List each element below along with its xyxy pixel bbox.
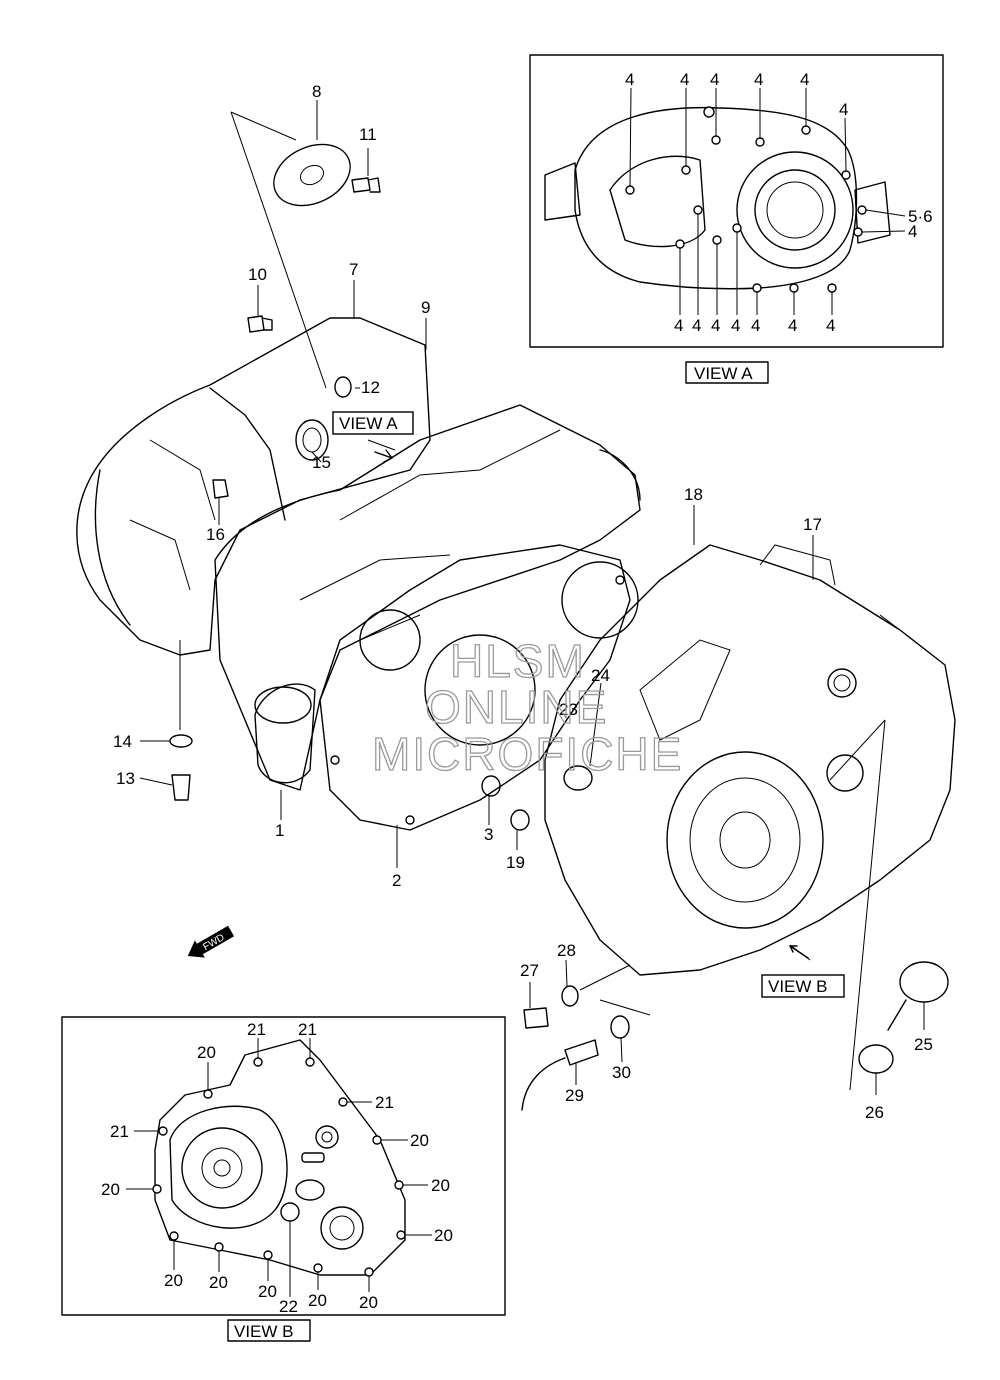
callout-label: 20 (101, 1180, 120, 1199)
callout-13: 13 (116, 769, 135, 788)
view-b-stator-cover (169, 1105, 288, 1229)
part-8-washer (273, 143, 351, 207)
view-a-bolt-label: 4 (711, 316, 720, 335)
view-a-cover-outline (574, 106, 858, 290)
callout-12: 12 (361, 378, 380, 397)
callout-label: 21 (247, 1020, 266, 1039)
view-b-labels: 21 21 20 21 21 20 20 20 20 20 20 20 22 2… (101, 1020, 453, 1316)
view-b-bolt-holes (152, 1057, 406, 1277)
callout-14: 14 (113, 732, 132, 751)
view-a-clutch-inner (754, 169, 836, 251)
view-a-title-box (685, 361, 769, 384)
callout-23: 23 (559, 700, 578, 719)
callout-9: 9 (421, 298, 430, 317)
callout-label: 20 (410, 1131, 429, 1150)
view-b-reference: VIEW B (761, 945, 845, 998)
main-leaders (139, 100, 925, 1095)
callout-28: 28 (557, 941, 576, 960)
main-callouts: 8 11 10 7 9 12 15 16 14 13 1 2 3 19 23 2… (113, 82, 933, 1122)
view-a-bolt-label: 4 (754, 70, 763, 89)
callout-27: 27 (520, 961, 539, 980)
callout-label: 20 (431, 1176, 450, 1195)
callout-16: 16 (206, 525, 225, 544)
callout-label: 21 (298, 1020, 317, 1039)
view-a-plate (609, 155, 706, 248)
view-a-bolt-label: 4 (625, 70, 634, 89)
callout-19: 19 (506, 853, 525, 872)
view-a-bolt-holes (625, 106, 867, 293)
fwd-label: FWD (201, 932, 226, 953)
view-a-ref-label: VIEW A (339, 414, 398, 433)
callout-label: 20 (209, 1273, 228, 1292)
view-a-clutch-ring (736, 151, 854, 269)
callout-label: 20 (434, 1226, 453, 1245)
callout-3: 3 (484, 825, 493, 844)
callout-label: 20 (258, 1282, 277, 1301)
view-b-leaders (126, 1038, 432, 1297)
callout-25: 25 (914, 1035, 933, 1054)
view-b-title-box (227, 1319, 311, 1342)
callout-8: 8 (312, 82, 321, 101)
view-a-inset: 4 4 4 4 4 4 5·6 4 4 4 4 4 4 4 4 VIEW A (529, 54, 944, 384)
view-a-bolt-label: 4 (710, 70, 719, 89)
view-a-right-tab (854, 181, 891, 244)
view-a-left-tab (544, 162, 581, 221)
view-a-labels: 4 4 4 4 4 4 5·6 4 4 4 4 4 4 4 4 (625, 70, 933, 335)
view-a-bolt-label: 4 (674, 316, 683, 335)
callout-label: 21 (110, 1122, 129, 1141)
watermark-line-3: MICROFICHE (372, 728, 683, 780)
callout-11: 11 (359, 125, 377, 144)
callout-29: 29 (565, 1086, 584, 1105)
callout-label: 20 (308, 1291, 327, 1310)
view-a-bolt-label: 4 (826, 316, 835, 335)
callout-10: 10 (248, 265, 267, 284)
callout-2: 2 (392, 871, 401, 890)
callout-label: 20 (197, 1043, 216, 1062)
view-a-clutch-center (766, 181, 824, 239)
part-25-filler-cap (899, 961, 949, 1003)
callout-1: 1 (275, 821, 284, 840)
view-a-title: VIEW A (694, 364, 753, 383)
view-a-bolt-label: 4 (800, 70, 809, 89)
view-a-bolt-label: 4 (788, 316, 797, 335)
callout-label: 20 (164, 1271, 183, 1290)
view-a-bolt-label: 4 (680, 70, 689, 89)
callout-label: 21 (375, 1093, 394, 1112)
view-b-inset: 21 21 20 21 21 20 20 20 20 20 20 20 22 2… (61, 1016, 506, 1342)
part-18-right-cover (544, 544, 956, 976)
fwd-arrow: FWD (187, 925, 235, 958)
watermark-line-2: ONLINE (425, 681, 608, 733)
view-a-bolt-label: 4 (908, 222, 917, 241)
part-2-gasket (319, 544, 639, 831)
view-b-ref-label: VIEW B (768, 977, 828, 996)
callout-7: 7 (349, 260, 358, 279)
view-a-bolt-label: 4 (839, 100, 848, 119)
part-1-inner-case (214, 404, 641, 791)
view-a-leaders (629, 87, 906, 315)
view-b-title: VIEW B (234, 1322, 294, 1341)
view-a-bolt-label: 4 (751, 316, 760, 335)
callout-26: 26 (865, 1103, 884, 1122)
callout-15: 15 (312, 453, 331, 472)
callout-17: 17 (803, 515, 822, 534)
callout-18: 18 (684, 485, 703, 504)
callout-label: 22 (279, 1297, 298, 1316)
watermark-line-1: HLSM (450, 635, 586, 687)
part-7-clutch-cover (76, 317, 431, 656)
callout-24: 24 (591, 666, 610, 685)
view-b-cover-outline (154, 1039, 406, 1276)
small-parts (169, 143, 949, 1111)
view-a-bolt-label: 4 (692, 316, 701, 335)
part-26-o-ring (858, 1044, 894, 1074)
view-a-washer-label: 5·6 (908, 207, 933, 226)
view-b-frame (61, 1016, 506, 1316)
view-a-frame (529, 54, 944, 348)
callout-30: 30 (612, 1063, 631, 1082)
view-a-bolt-label: 4 (731, 316, 740, 335)
callout-label: 20 (359, 1293, 378, 1312)
view-a-reference: VIEW A (332, 411, 414, 463)
watermark: HLSM ONLINE MICROFICHE (371, 634, 683, 780)
